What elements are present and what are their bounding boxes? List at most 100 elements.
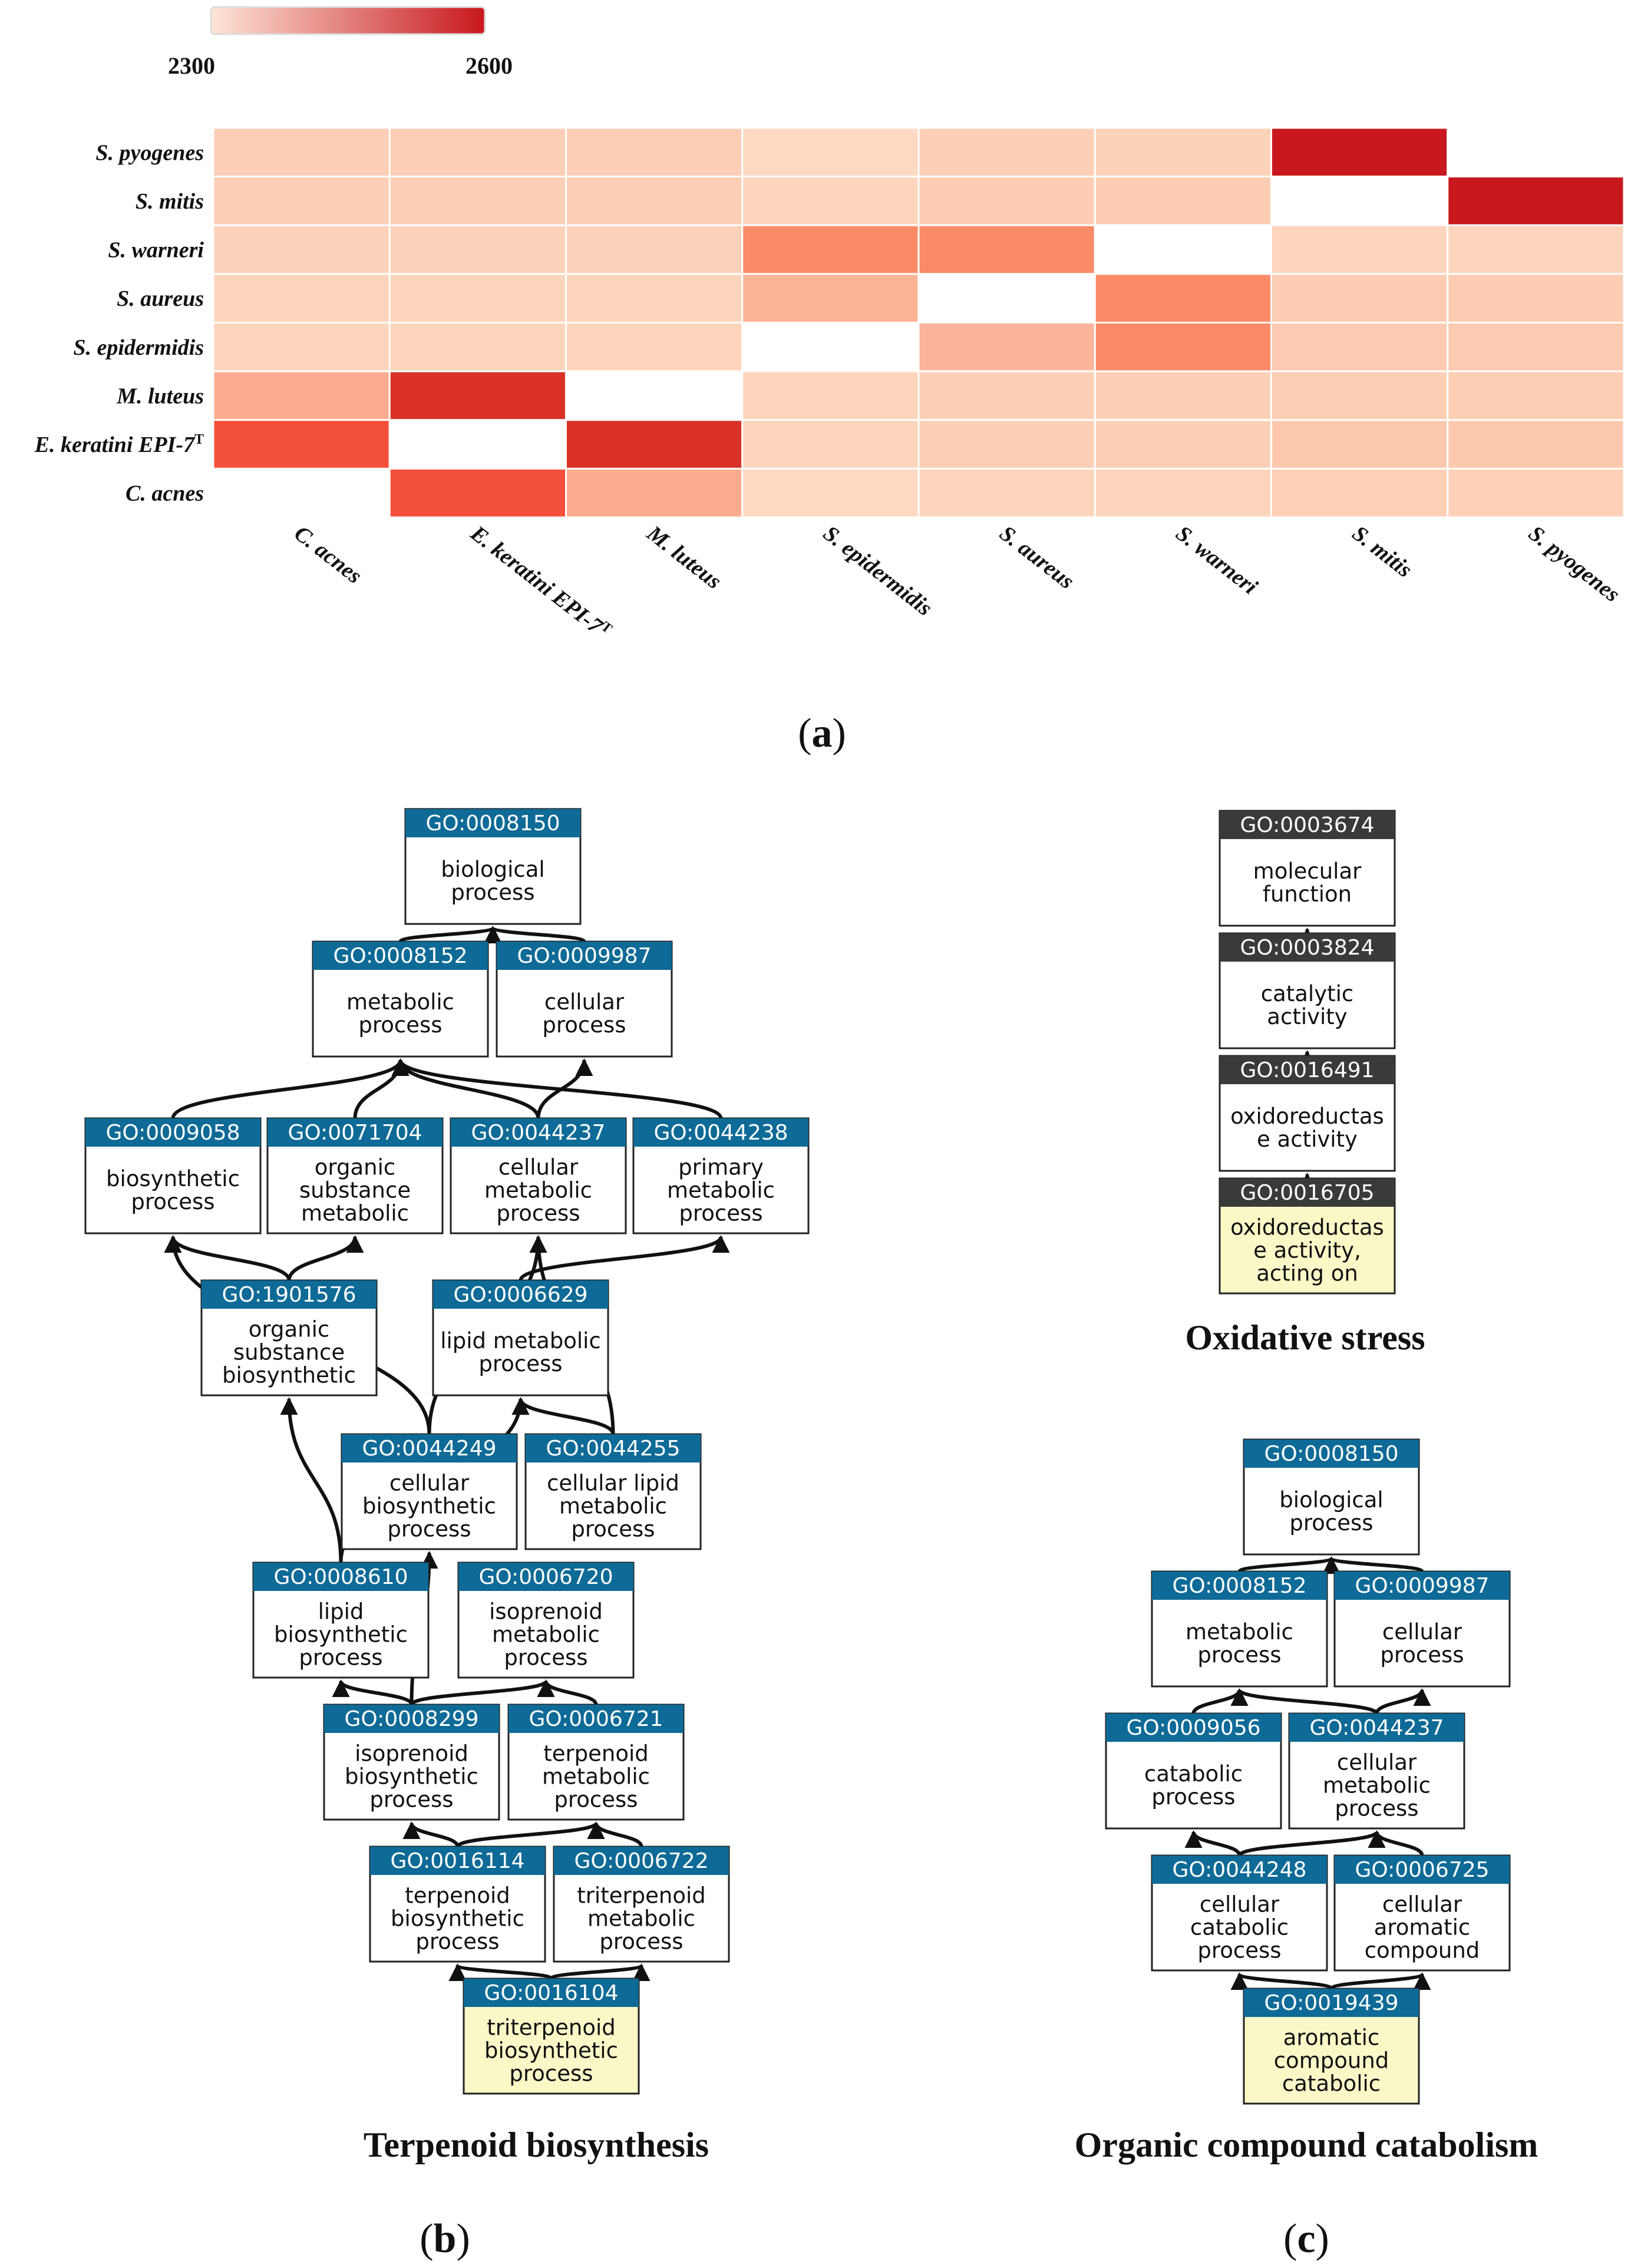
- go-term-name-line: metabolic: [542, 1764, 650, 1790]
- go-edge-go-0009987-to-go-0008150: [484, 926, 586, 944]
- go-term-name-line: process: [1289, 1510, 1373, 1536]
- go-node-header: [1289, 1714, 1464, 1742]
- heatmap-cell-s-pyogenes-s-pyogenes: [1447, 127, 1625, 178]
- go-term-name-line: metabolic: [1323, 1773, 1431, 1798]
- heatmap-cell-c-acnes-c-acnes: [212, 467, 391, 519]
- go-term-name-line: organic: [249, 1317, 329, 1342]
- go-term-id: GO:0009058: [105, 1121, 240, 1145]
- go-term-name-line: process: [299, 1645, 382, 1671]
- go-term-id: GO:0009056: [1126, 1716, 1260, 1740]
- heatmap-cell-s-mitis-m-luteus: [565, 176, 744, 226]
- go-node-header: [268, 1118, 443, 1147]
- go-node-header: [342, 1434, 517, 1463]
- heatmap-cell-s-aureus-s-epidermidis: [741, 273, 920, 323]
- go-term-name-line: process: [358, 1012, 442, 1038]
- heatmap-column-label: S. mitis: [1348, 521, 1417, 583]
- panel-label-b: (b): [420, 2216, 470, 2262]
- go-term-name-line: metabolic: [587, 1906, 695, 1932]
- heatmap-column-label: E. keratini EPI-7T: [465, 520, 615, 645]
- go-term-name-line: process: [1151, 1784, 1235, 1810]
- heatmap-cell-s-pyogenes-e-keratini-epi-7: [388, 127, 567, 178]
- go-term-name-line: triterpenoid: [577, 1883, 706, 1909]
- go-term-name-line: biosynthetic: [345, 1764, 478, 1790]
- go-edge-go-0044248-to-go-0044237: [1237, 1830, 1386, 1857]
- go-term-name-line: biosynthetic: [362, 1494, 496, 1519]
- go-node-header: [451, 1118, 626, 1147]
- go-term-name-line: biological: [1279, 1487, 1383, 1513]
- go-term-name-line: function: [1263, 882, 1352, 907]
- go-node-header: [1244, 1989, 1419, 2017]
- go-term-name-line: catabolic: [1190, 1915, 1289, 1940]
- go-node-header: [324, 1705, 499, 1733]
- go-term-name-line: organic: [315, 1155, 395, 1180]
- go-term-name-line: terpenoid: [405, 1883, 510, 1909]
- go-node-header: [497, 942, 672, 970]
- heatmap-cell-m-luteus-s-pyogenes: [1447, 370, 1625, 421]
- go-term-name-line: primary: [678, 1155, 764, 1180]
- heatmap-cell-s-mitis-c-acnes: [212, 176, 391, 226]
- go-term-name-line: process: [1197, 1642, 1281, 1668]
- go-term-id: GO:0008610: [273, 1565, 408, 1589]
- go-term-name-line: substance: [233, 1340, 345, 1365]
- heatmap-cell-s-pyogenes-m-luteus: [565, 127, 744, 178]
- go-term-name-line: triterpenoid: [487, 2015, 616, 2041]
- go-node-header: [1152, 1572, 1327, 1600]
- heatmap-column-label: S. warneri: [1171, 521, 1262, 599]
- go-edge-go-0008299-to-go-0006720: [410, 1679, 555, 1706]
- heatmap-cell-s-aureus-m-luteus: [565, 273, 744, 323]
- go-edge-go-0044237-to-go-0008152: [391, 1058, 540, 1119]
- heatmap-cell-s-mitis-s-aureus: [917, 176, 1096, 226]
- heatmap-cell-e-keratini-epi-7-s-warneri: [1094, 419, 1272, 470]
- go-term-name-line: compound: [1274, 2048, 1389, 2074]
- go-term-name-line: metabolic: [492, 1622, 600, 1648]
- go-term-id: GO:0044237: [1309, 1716, 1444, 1740]
- go-term-id: GO:1901576: [222, 1283, 356, 1307]
- heatmap-cell-s-epidermidis-c-acnes: [212, 322, 391, 372]
- go-term-id: GO:0009987: [1355, 1574, 1489, 1598]
- go-edge-go-0044237-to-go-0008152: [1230, 1688, 1379, 1715]
- go-term-name-line: cellular: [389, 1471, 470, 1496]
- go-term-name-line: process: [1197, 1938, 1281, 1963]
- go-term-name-line: cellular: [1382, 1619, 1462, 1645]
- heatmap-cell-s-aureus-e-keratini-epi-7: [388, 273, 567, 323]
- go-term-name-line: process: [131, 1189, 214, 1214]
- go-node-header: [405, 809, 580, 837]
- go-term-id: GO:0006725: [1355, 1858, 1489, 1882]
- go-term-name-line: oxidoreductas: [1230, 1215, 1384, 1240]
- go-edge-go-1901576-to-go-0009058: [164, 1235, 291, 1281]
- heatmap-cell-e-keratini-epi-7-c-acnes: [212, 419, 391, 470]
- go-node-header: [464, 1979, 639, 2007]
- go-term-name-line: biosynthetic: [391, 1906, 524, 1932]
- go-term-name-line: process: [451, 880, 534, 905]
- heatmap-cell-s-mitis-e-keratini-epi-7: [388, 176, 567, 226]
- heatmap-cell-e-keratini-epi-7-m-luteus: [565, 419, 744, 470]
- go-term-id: GO:0009987: [517, 944, 651, 968]
- heatmap-cell-m-luteus-m-luteus: [565, 370, 744, 421]
- go-term-name-line: process: [599, 1929, 683, 1955]
- heatmap-cell-s-epidermidis-s-epidermidis: [741, 322, 920, 372]
- go-term-id: GO:0016104: [484, 1981, 618, 2005]
- heatmap-cell-s-aureus-s-aureus: [917, 273, 1096, 323]
- go-term-name-line: aromatic: [1283, 2025, 1380, 2051]
- panel-c-top-title: Oxidative stress: [1185, 1318, 1425, 1357]
- go-term-id: GO:0008299: [344, 1707, 478, 1731]
- go-node-header: [509, 1705, 684, 1733]
- go-node-header: [1220, 933, 1395, 962]
- go-term-id: GO:0044249: [362, 1437, 496, 1461]
- heatmap-row-superscript: T: [194, 432, 204, 447]
- panel-c-bottom-go-graph: GO:0008150biologicalprocessGO:0008152met…: [1105, 1438, 1511, 2105]
- go-term-name-line: process: [478, 1351, 562, 1376]
- heatmap-cell-s-epidermidis-s-aureus: [917, 322, 1096, 372]
- go-node-header: [85, 1118, 260, 1147]
- go-term-id: GO:0008150: [425, 811, 560, 836]
- heatmap-cell-s-warneri-c-acnes: [212, 224, 391, 275]
- heatmap-cell-m-luteus-s-mitis: [1270, 370, 1449, 421]
